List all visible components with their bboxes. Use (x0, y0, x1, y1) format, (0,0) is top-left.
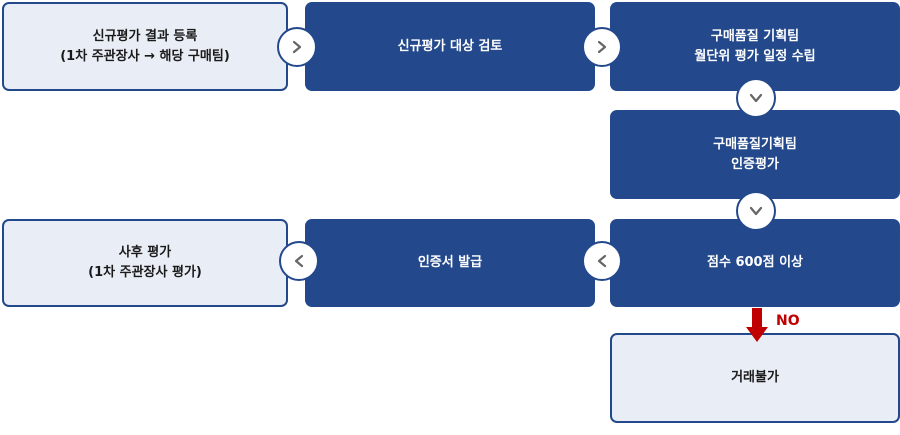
no-branch-arrow-icon (746, 308, 768, 342)
no-branch-label: NO (776, 313, 800, 329)
step-score-box: 점수 600점 이상 (610, 219, 900, 307)
chevron-left-icon (294, 254, 304, 268)
chevron-down-icon (749, 206, 763, 216)
step-issue-cert-label: 인증서 발급 (417, 255, 483, 270)
step-issue-cert-box: 인증서 발급 (305, 219, 595, 307)
step-reject-box: 거래불가 (610, 333, 900, 423)
step-register-box: 신규평가 결과 등록 (1차 주관장사 → 해당 구매팀) (2, 2, 288, 91)
connector-left-1 (582, 241, 622, 281)
chevron-right-icon (292, 40, 302, 54)
step-certify-eval-box: 구매품질기획팀 인증평가 (610, 110, 900, 199)
step-post-eval-box: 사후 평가 (1차 주관장사 평가) (2, 219, 288, 307)
connector-right-2 (582, 27, 622, 67)
step-register-label: 신규평가 결과 등록 (1차 주관장사 → 해당 구매팀) (60, 28, 230, 64)
step-score-label: 점수 600점 이상 (707, 255, 803, 270)
step-post-eval-label: 사후 평가 (1차 주관장사 평가) (88, 245, 202, 280)
chevron-left-icon (597, 254, 607, 268)
step-plan-label: 구매품질 기획팀 월단위 평가 일정 수립 (694, 28, 816, 64)
step-plan-box: 구매품질 기획팀 월단위 평가 일정 수립 (610, 2, 900, 91)
step-certify-eval-label: 구매품질기획팀 인증평가 (713, 136, 797, 172)
connector-right-1 (277, 27, 317, 67)
connector-left-2 (279, 241, 319, 281)
connector-down-1 (736, 78, 776, 118)
chevron-down-icon (749, 93, 763, 103)
chevron-right-icon (597, 40, 607, 54)
step-review-label: 신규평가 대상 검토 (397, 38, 503, 54)
connector-down-2 (736, 191, 776, 231)
step-review-box: 신규평가 대상 검토 (305, 2, 595, 91)
step-reject-label: 거래불가 (731, 370, 779, 385)
